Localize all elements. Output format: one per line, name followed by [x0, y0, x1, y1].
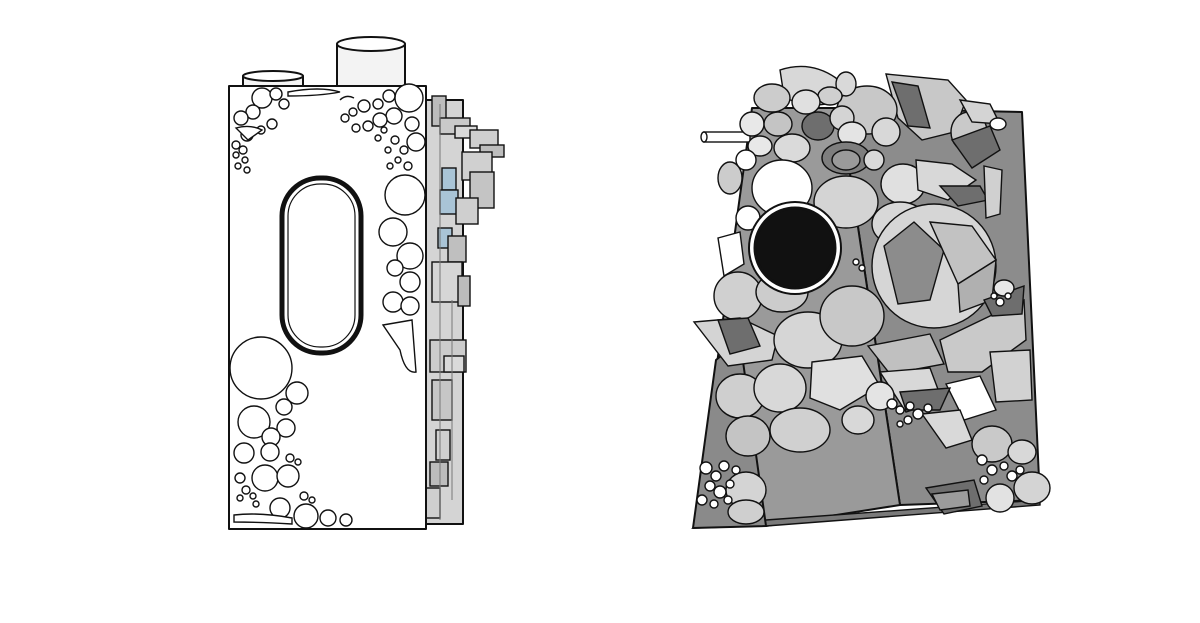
- perspective-pebble-pattern: [692, 65, 1051, 525]
- front-window-slot: [279, 175, 364, 356]
- front-pebble-pattern: [229, 83, 426, 529]
- top-cap-large: [336, 36, 406, 89]
- bore-hole: [753, 206, 837, 290]
- front-elevation-view: [228, 36, 505, 530]
- guide-pin: [700, 131, 751, 143]
- side-mechanism: [424, 95, 505, 525]
- perspective-view: [691, 65, 1051, 529]
